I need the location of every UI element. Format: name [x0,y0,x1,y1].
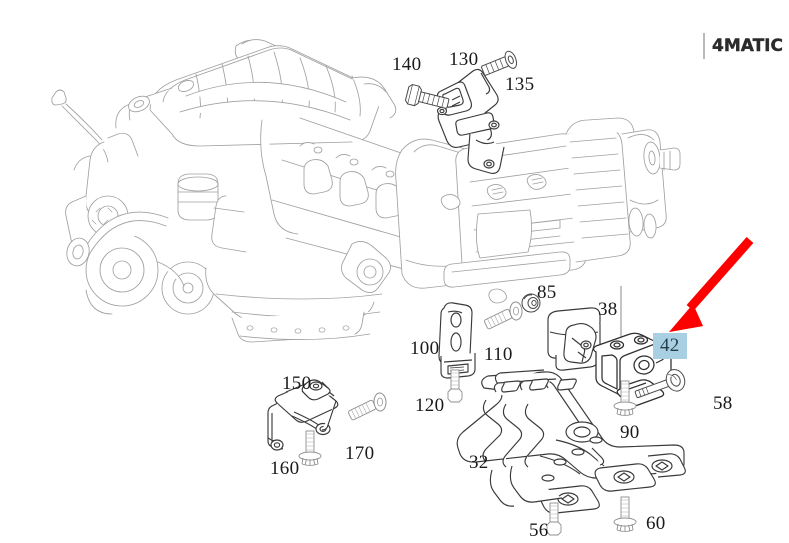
callout-85: 85 [537,282,557,303]
pointer-arrow [669,237,754,332]
callout-110: 110 [484,344,513,365]
4matic-badge: 4MATIC [703,33,783,59]
part-150-bracket [267,379,339,451]
part-140-bolt [404,84,450,109]
callout-140: 140 [392,54,422,75]
part-38-mount [547,307,601,371]
callout-120: 120 [415,395,445,416]
callout-38: 38 [598,299,618,320]
callout-135: 135 [505,74,535,95]
callout-130: 130 [449,49,479,70]
part-85-bushing [521,293,541,313]
callout-150: 150 [282,373,312,394]
callout-170: 170 [345,443,375,464]
callout-160: 160 [270,458,300,479]
callout-100: 100 [410,338,440,359]
part-58-bolt [634,368,686,399]
part-170-bolt [347,392,388,421]
part-60-rivet [613,496,637,532]
callout-42: 42 [653,333,687,359]
4matic-badge-text: 4MATIC [712,36,783,56]
part-100-bracket [438,302,476,379]
part-160-rivet [298,430,322,466]
callout-58: 58 [713,393,733,414]
callout-56: 56 [529,520,549,541]
callout-60: 60 [646,513,666,534]
callout-32: 32 [469,452,489,473]
part-32-crossmember [456,369,686,514]
part-135-bolt [481,50,518,76]
callout-90: 90 [620,422,640,443]
part-110-bolt [483,301,524,330]
